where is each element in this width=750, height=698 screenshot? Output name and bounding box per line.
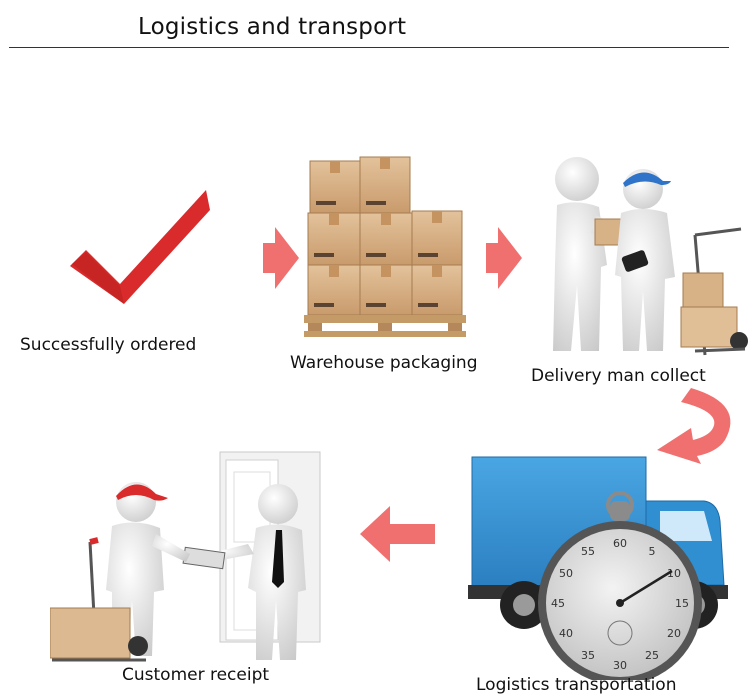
svg-text:5: 5: [649, 545, 656, 558]
step-label-warehouse: Warehouse packaging: [290, 353, 478, 373]
truck-stopwatch-icon: 60 5 10 15 20 25 30 35 40 45 50 55: [468, 455, 748, 680]
flow-arrow-left-icon: [360, 506, 435, 562]
svg-text:20: 20: [667, 627, 681, 640]
svg-text:25: 25: [645, 649, 659, 662]
svg-text:40: 40: [559, 627, 573, 640]
page-title: Logistics and transport: [138, 14, 407, 40]
checkmark-icon: [68, 188, 213, 308]
svg-text:55: 55: [581, 545, 595, 558]
flow-arrow-curved-icon: [651, 384, 746, 464]
svg-text:60: 60: [613, 537, 627, 550]
step-label-courier: Delivery man collect: [531, 366, 706, 386]
step-label-receipt: Customer receipt: [122, 665, 270, 685]
svg-text:15: 15: [675, 597, 689, 610]
svg-text:10: 10: [667, 567, 681, 580]
svg-text:35: 35: [581, 649, 595, 662]
step-label-transport: Logistics transportation: [476, 675, 677, 695]
title-divider: [9, 47, 729, 48]
flow-arrow-right-icon: [263, 227, 299, 289]
customer-receipt-icon: [50, 450, 330, 670]
step-label-ordered: Successfully ordered: [20, 335, 197, 355]
svg-text:45: 45: [551, 597, 565, 610]
courier-handover-icon: [545, 155, 750, 357]
svg-text:30: 30: [613, 659, 627, 672]
flow-arrow-right-icon: [486, 227, 522, 289]
boxes-pallet-icon: [302, 155, 467, 340]
svg-text:50: 50: [559, 567, 573, 580]
